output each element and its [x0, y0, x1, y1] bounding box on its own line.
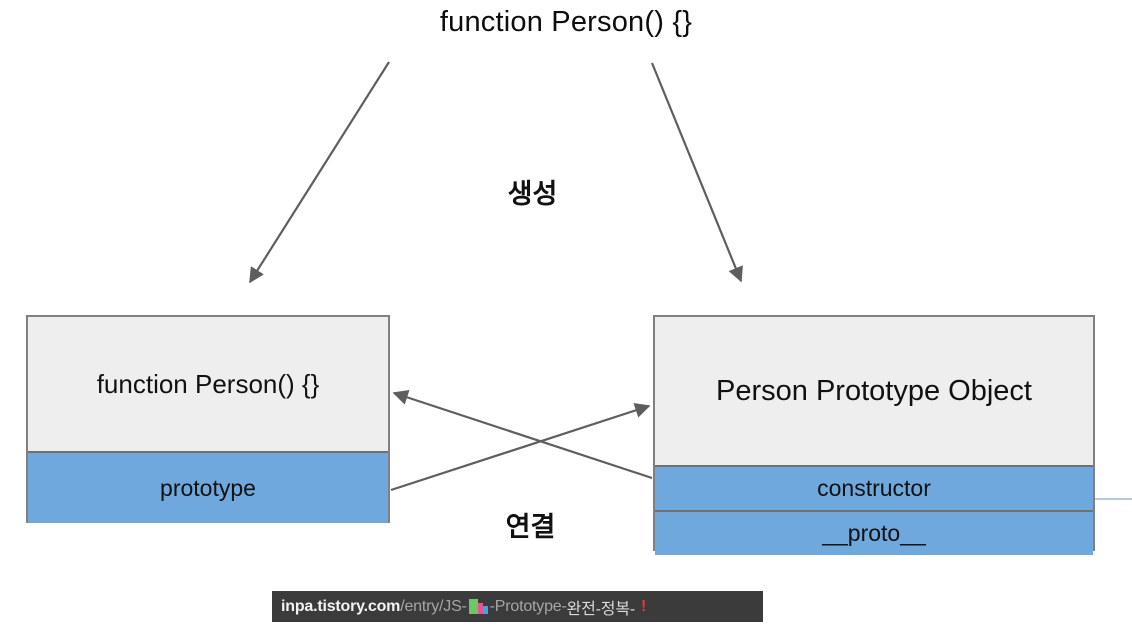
- watermark-path-korean: 완전-정복-: [566, 600, 636, 618]
- box-row-prototype: prototype: [28, 451, 388, 523]
- diagram-title: function Person() {}: [439, 6, 693, 38]
- label-creation: 생성: [507, 179, 558, 209]
- watermark-path-middle: -Prototype-: [489, 597, 567, 615]
- box-row-constructor: constructor: [655, 465, 1093, 510]
- watermark-exclamation: !: [640, 597, 647, 615]
- source-watermark: inpa.tistory.com /entry/JS- -Prototype- …: [272, 591, 763, 622]
- bar-chart-emoji-icon: [468, 599, 488, 614]
- box-constructor-header: function Person() {}: [28, 317, 388, 451]
- watermark-domain: inpa.tistory.com: [281, 597, 401, 615]
- box-row-proto: __proto__: [655, 510, 1093, 555]
- arrow-prototype-to-object: [390, 402, 651, 492]
- label-connection: 연결: [505, 512, 556, 542]
- box-prototype-header: Person Prototype Object: [655, 317, 1093, 465]
- arrow-constructor-to-function: [392, 390, 653, 480]
- box-prototype-object: Person Prototype Object constructor __pr…: [653, 315, 1095, 555]
- box-constructor-function: function Person() {} prototype: [26, 315, 390, 523]
- watermark-path-prefix: /entry/JS-: [400, 597, 467, 615]
